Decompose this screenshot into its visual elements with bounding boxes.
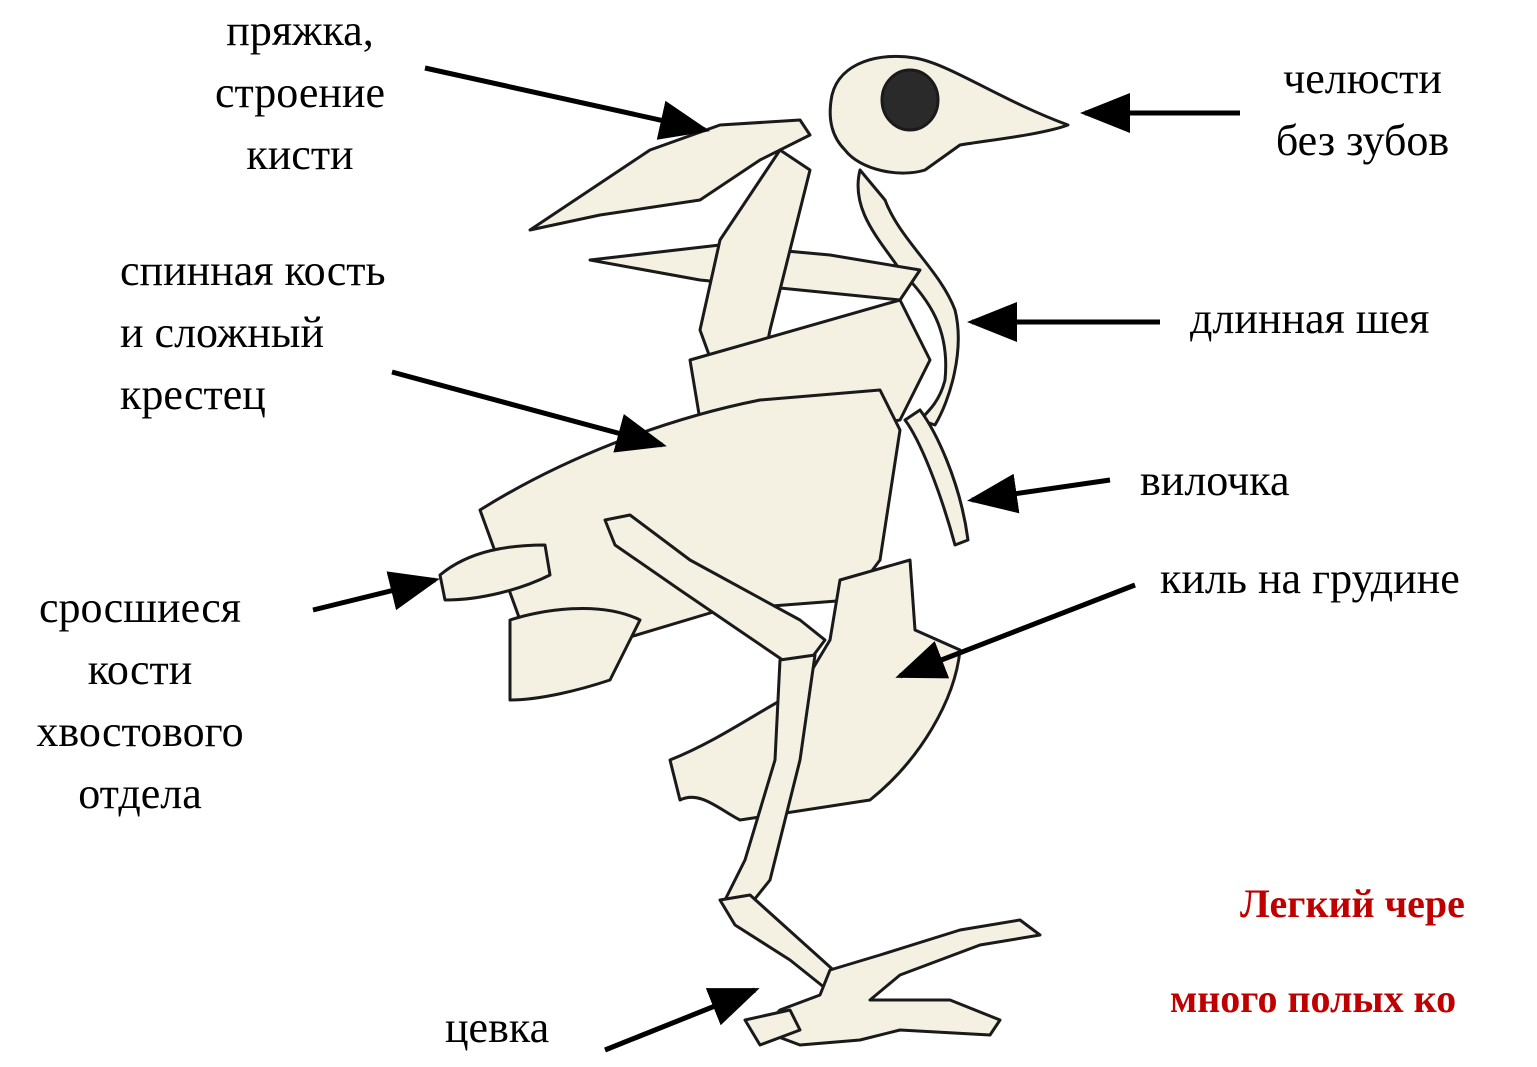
arrow-back xyxy=(392,372,662,445)
label-jaws: челюсти без зубов xyxy=(1245,48,1480,172)
label-keel: киль на грудине xyxy=(1160,548,1460,610)
label-neck-line1: длинная шея xyxy=(1190,288,1429,350)
label-back: спинная кость и сложный крестец xyxy=(120,240,386,426)
arrow-hand xyxy=(425,68,705,130)
label-hand-line1: пряжка, xyxy=(185,0,415,62)
label-jaws-line1: челюсти xyxy=(1245,48,1480,110)
label-tail-line1: сросшиеся xyxy=(10,577,270,639)
label-tarsus: цевка xyxy=(445,997,549,1059)
note-light-skull: Легкий чере xyxy=(1240,880,1465,927)
label-tail-line2: кости xyxy=(10,639,270,701)
label-hand-line3: кисти xyxy=(185,124,415,186)
label-back-line1: спинная кость xyxy=(120,240,386,302)
label-tail-line4: отдела xyxy=(10,763,270,825)
arrow-tarsus xyxy=(605,990,755,1050)
label-furcula: вилочка xyxy=(1140,450,1290,512)
arrow-tail xyxy=(313,580,435,610)
note-hollow-bones: много полых ко xyxy=(1170,975,1456,1022)
label-back-line3: крестец xyxy=(120,364,386,426)
label-neck: длинная шея xyxy=(1190,288,1429,350)
label-hand-line2: строение xyxy=(185,62,415,124)
label-jaws-line2: без зубов xyxy=(1245,110,1480,172)
label-tail: сросшиеся кости хвостового отдела xyxy=(10,577,270,825)
label-furcula-line1: вилочка xyxy=(1140,450,1290,512)
arrow-keel xyxy=(900,585,1135,676)
label-back-line2: и сложный xyxy=(120,302,386,364)
label-tail-line3: хвостового xyxy=(10,701,270,763)
arrow-furcula xyxy=(972,480,1110,500)
label-tarsus-line1: цевка xyxy=(445,997,549,1059)
label-hand: пряжка, строение кисти xyxy=(185,0,415,186)
label-keel-line1: киль на грудине xyxy=(1160,548,1460,610)
